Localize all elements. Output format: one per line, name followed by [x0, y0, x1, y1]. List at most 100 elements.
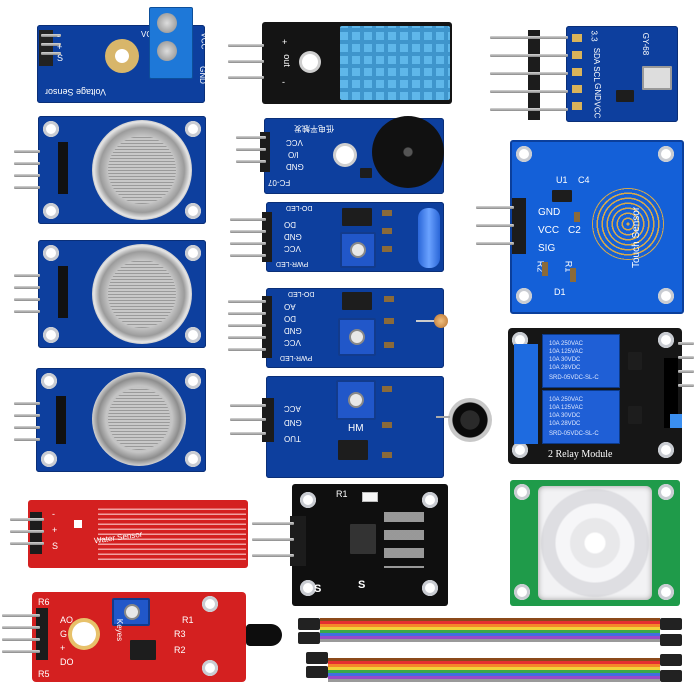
keyes-label: Keyes [115, 618, 125, 642]
do-label: DO [284, 220, 296, 229]
gnd-label: GND [538, 207, 561, 218]
header-pins [39, 30, 53, 66]
comparator [342, 208, 372, 226]
optocoupler-1 [628, 352, 642, 370]
plus-label: + [60, 643, 66, 653]
regulator [616, 90, 634, 102]
touch-sensor-label: Touch Sensor [631, 206, 642, 268]
gnd-label: GND [284, 418, 302, 427]
potentiometer [338, 318, 376, 356]
gnd-side-label: GND [197, 66, 207, 84]
touch-ic [552, 190, 572, 202]
do-label: DO [284, 314, 296, 323]
potentiometer [340, 232, 376, 268]
r6-label: R6 [38, 597, 50, 607]
pressure-sensor-board: 3.3 SDA SCL GND VCC GY-68 [566, 26, 678, 122]
buzzer [372, 116, 444, 188]
touch-pad [592, 188, 664, 260]
gnd-label: GND [592, 83, 602, 101]
screw-2 [157, 41, 177, 61]
ao-label: AO [60, 615, 74, 625]
voltage-sensor-label: Voltage Sensor [45, 87, 107, 97]
microphone-leads [436, 416, 450, 418]
pad-row [572, 34, 582, 116]
microphone [448, 398, 492, 442]
g-label: G [60, 629, 68, 639]
sensor-traces [98, 508, 246, 560]
sensor-mesh [108, 260, 176, 328]
photoresistor [434, 314, 448, 328]
mq-sensor-board-2 [38, 240, 206, 348]
led [74, 520, 82, 528]
touch-sensor-board: U1 C4 GND VCC C2 SIG R2 R1 D1 Touch Sens… [510, 140, 684, 314]
do-led-label: DO-LED [288, 290, 315, 297]
vcc-label: VCC [538, 225, 560, 236]
minus-label: - [282, 77, 285, 87]
gnd-label: GND [284, 232, 302, 241]
relay-1: 10A 250VAC 10A 125VAC 10A 30VDC 10A 28VD… [542, 334, 620, 388]
vcc-label: VCC [284, 338, 301, 347]
photo-sensor-board: DO-LED AO DO GND VCC PWR-LED [266, 288, 448, 368]
photoresistor-leads [416, 320, 440, 322]
pressure-chip [642, 66, 672, 90]
mount-ring [105, 39, 139, 73]
hall-sensor-board: R1 S S [292, 484, 448, 606]
sensor-mesh [108, 388, 170, 450]
comparator [130, 640, 156, 660]
plus-label: + [52, 525, 58, 535]
acc-label: ACC [284, 404, 301, 413]
sound-sensor-board: ACC GND TUO HM [266, 376, 444, 478]
jumper [670, 414, 682, 428]
scl-label: SCL [591, 66, 601, 82]
sensor-ic [350, 524, 376, 554]
sig-label: SIG [538, 243, 556, 254]
header-pins [58, 266, 68, 318]
flame-led [246, 624, 282, 646]
r1-label: R1 [182, 615, 194, 625]
screw-1 [157, 13, 177, 33]
d1-label: D1 [554, 287, 566, 297]
r1-label: R1 [336, 489, 348, 499]
vcc-label: VCC [592, 101, 602, 119]
header-pins [58, 142, 68, 194]
mount-hole [302, 54, 318, 70]
relay-title: 2 Relay Module [548, 449, 613, 460]
vcc-side-label: VCC [199, 32, 209, 50]
mq-sensor-board-3 [36, 368, 206, 472]
r3-label: R3 [174, 629, 186, 639]
tilt-switch [418, 208, 440, 268]
r5-label: R5 [38, 669, 50, 679]
jumper-cables [298, 612, 694, 696]
comparator [342, 292, 372, 310]
pir-sensor-board [510, 480, 680, 606]
buzzer-board: 低电平触发 VCC I/O GND FC-07 [264, 116, 444, 194]
plus-label: + [282, 37, 288, 47]
pads [384, 512, 424, 568]
c2-label: C2 [568, 225, 581, 236]
dht-sensor-housing [340, 26, 450, 100]
sensor-mesh [108, 136, 176, 204]
hm-label: HM [348, 423, 364, 434]
header-pins [56, 396, 66, 444]
flame-sensor-board: R6 AO G + DO R5 Keyes R1 R3 R2 [32, 592, 246, 682]
io-label: I/O [288, 150, 299, 159]
potentiometer [112, 598, 150, 626]
out-label: out [281, 54, 292, 67]
minus-label: - [57, 31, 60, 41]
transistor [360, 168, 372, 178]
r2-label: R2 [174, 645, 186, 655]
s-label-2: S [358, 579, 366, 591]
pwr-led-label: PWR-LED [276, 260, 309, 267]
plus-label: + [57, 42, 63, 52]
do-led-label: DO-LED [286, 204, 313, 211]
s-label: S [52, 541, 59, 551]
mount-hole [336, 146, 354, 164]
comparator [338, 440, 368, 460]
minus-label: - [52, 509, 55, 519]
model-label: FC-07 [268, 178, 291, 187]
relay-module-board: 10A 250VAC 10A 125VAC 10A 30VDC 10A 28VD… [508, 328, 682, 464]
led [362, 492, 378, 502]
tuo-label: TUO [284, 434, 301, 443]
s-label-1: S [314, 583, 322, 595]
s-label: S [57, 53, 64, 63]
